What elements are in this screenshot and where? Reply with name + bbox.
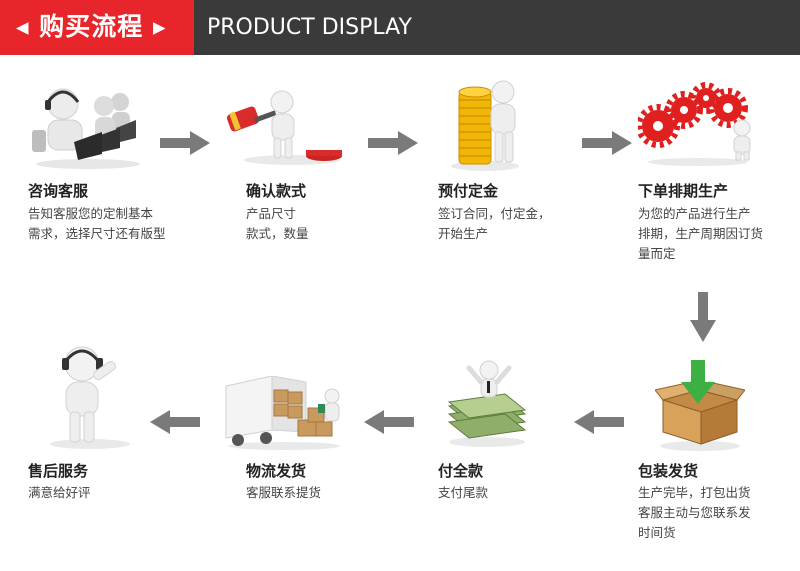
arrow-down-icon [690,292,716,342]
step-desc-schedule: 为您的产品进行生产 排期，生产周期因订货 量而定 [638,206,764,261]
step-desc-deposit: 签订合同，付定金， 开始生产 [438,206,551,241]
step-title-confirm: 确认款式 [246,182,307,200]
step-title-full-payment: 付全款 [438,462,484,480]
gears-icon [638,82,751,166]
step-title-packing: 包装发货 [638,462,699,480]
headset-person-icon [50,346,130,449]
arrow-left-icon [574,410,624,434]
step-desc-logistics: 客服联系提货 [246,485,322,500]
step-desc-consult: 告知客服您的定制基本 需求，选择尺寸还有版型 [28,206,166,241]
arrow-left-icon [150,410,200,434]
arrow-right-icon [160,131,210,155]
step-desc-packing: 生产完毕，打包出货 客服主动与您联系发 时间货 [638,485,751,540]
customer-service-icon [32,88,140,169]
package-icon [655,360,745,451]
step-title-after-sales: 售后服务 [28,462,89,480]
step-desc-after-sales: 满意给好评 [28,485,91,500]
step-desc-confirm: 产品尺寸 款式，数量 [246,206,309,241]
arrow-right-icon [368,131,418,155]
gold-coins-icon [451,80,519,171]
arrow-right-icon [582,131,632,155]
step-title-logistics: 物流发货 [246,462,307,480]
step-title-consult: 咨询客服 [28,182,89,200]
header-red-block [0,0,194,55]
money-stack-icon [447,360,527,447]
gavel-icon [226,90,342,165]
arrow-left-icon [364,410,414,434]
page-title: ◂ 购买流程 ▸ [16,12,167,41]
step-title-schedule: 下单排期生产 [638,182,729,200]
step-desc-full-payment: 支付尾款 [438,485,489,500]
header-bar: ◂ 购买流程 ▸ PRODUCT DISPLAY [0,0,800,55]
page-subtitle: PRODUCT DISPLAY [207,15,412,40]
delivery-truck-icon [225,376,340,450]
step-title-deposit: 预付定金 [438,182,499,200]
